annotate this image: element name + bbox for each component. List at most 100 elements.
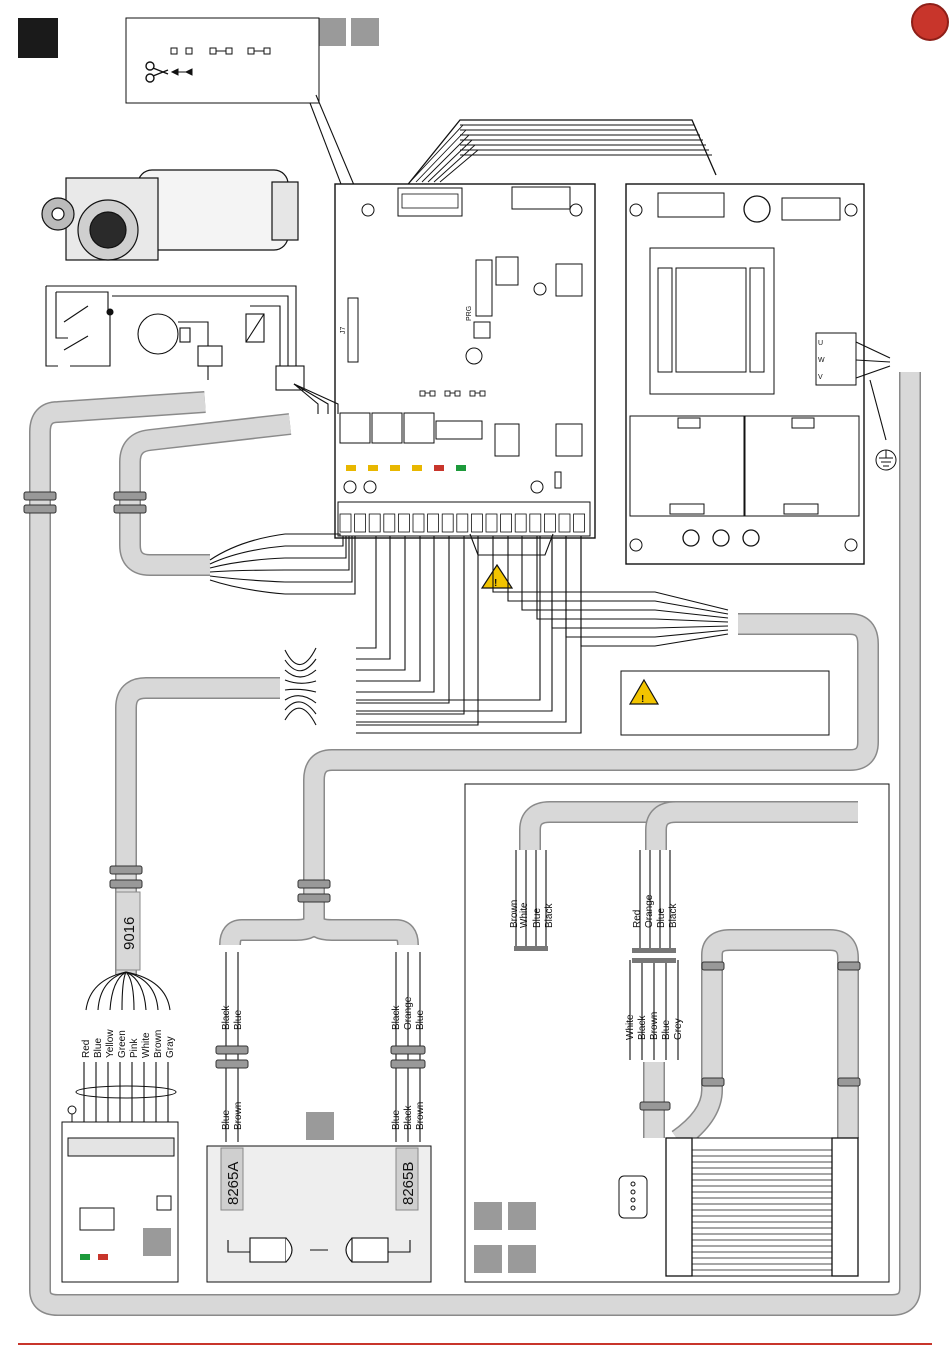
- trimmer-block: [372, 413, 402, 443]
- wire-label: Black: [403, 1105, 414, 1130]
- wire-label: Red: [81, 1040, 92, 1058]
- terminal: [384, 514, 395, 532]
- wire-label: Orange: [403, 996, 414, 1030]
- safety-edge: [666, 1138, 858, 1276]
- connector-3pin: [556, 264, 582, 296]
- terminal: [398, 514, 409, 532]
- receiver-button: [157, 1196, 171, 1210]
- red-circle-badge: [912, 4, 948, 40]
- gray-marker: [318, 18, 346, 46]
- battery: [745, 416, 859, 516]
- wire-label: White: [141, 1032, 152, 1058]
- mount-hole: [630, 204, 642, 216]
- transformer-core: [676, 268, 746, 372]
- battery: [630, 416, 744, 516]
- trimmer: [466, 348, 482, 364]
- wire-label: Brown: [153, 1030, 164, 1058]
- wire-label: Black: [544, 903, 555, 928]
- mount-hole: [845, 539, 857, 551]
- wire-label: Blue: [391, 1110, 402, 1130]
- connector-3pin: [496, 257, 518, 285]
- wire-label: Green: [117, 1030, 128, 1058]
- terminals: [340, 514, 585, 532]
- prg-label: PRG: [466, 306, 473, 321]
- connector-3pin: [556, 424, 582, 456]
- wire-label: Pink: [129, 1038, 140, 1058]
- edge-ribs: [692, 1150, 832, 1270]
- mount-hole: [534, 283, 546, 295]
- limit-switch-schematic: [46, 286, 304, 390]
- wire-label: Black: [391, 1005, 402, 1030]
- terminal: [355, 514, 366, 532]
- terminal: [574, 514, 585, 532]
- wire-label: Black: [668, 903, 679, 928]
- svg-text:!: !: [494, 578, 497, 589]
- terminal: [369, 514, 380, 532]
- wire-bundle-ring: [76, 1086, 176, 1098]
- main-wire-labels: Red Blue Yellow Green Pink White Brown G…: [81, 1029, 176, 1058]
- gray-marker: [143, 1228, 171, 1256]
- wire-label: Blue: [93, 1038, 104, 1058]
- led-hole: [713, 530, 729, 546]
- gray-marker: [306, 1112, 334, 1140]
- wire-label: Blue: [532, 908, 543, 928]
- terminal: [340, 514, 351, 532]
- terminal: [530, 514, 541, 532]
- wire-label: Blue: [656, 908, 667, 928]
- mount-hole: [362, 204, 374, 216]
- main-cable-fanout: [86, 972, 170, 1010]
- prg-button: [474, 322, 490, 338]
- terminal: [471, 514, 482, 532]
- mount-hole: [531, 481, 543, 493]
- mount-hole: [364, 481, 376, 493]
- terminal: [559, 514, 570, 532]
- terminal: [544, 514, 555, 532]
- svg-text:!: !: [641, 694, 644, 705]
- terminal: [457, 514, 468, 532]
- wire-label: Brown: [415, 1102, 426, 1130]
- gray-marker: [508, 1245, 536, 1273]
- terminal: [515, 514, 526, 532]
- mount-hole: [845, 204, 857, 216]
- led-hole: [683, 530, 699, 546]
- wire-label: Yellow: [105, 1029, 116, 1058]
- wire-label: Brown: [233, 1102, 244, 1130]
- phase-label-v: V: [818, 374, 823, 381]
- gear-motor: [42, 170, 298, 260]
- cable-clamps: [216, 1046, 425, 1068]
- phase-label-w: W: [818, 357, 825, 364]
- ribbon-connector: [398, 188, 462, 216]
- connector-vertical: [476, 260, 492, 316]
- terminal: [486, 514, 497, 532]
- phase-label-u: U: [818, 340, 823, 347]
- gray-marker: [474, 1202, 502, 1230]
- receiver-dip: [80, 1208, 114, 1230]
- section-marker-black: [18, 18, 58, 58]
- wire-label: Blue: [415, 1010, 426, 1030]
- dip-switch: [436, 421, 482, 439]
- j7-header: [348, 298, 358, 362]
- wire-label: White: [519, 902, 530, 928]
- wire-label: Blue: [233, 1010, 244, 1030]
- ground-icon: [68, 1106, 76, 1122]
- terminal-block-2: [340, 413, 370, 443]
- wire-label: Gray: [165, 1036, 176, 1058]
- fuse-holder: [744, 196, 770, 222]
- wire-label: Black: [221, 1005, 232, 1030]
- wire-label: Orange: [644, 894, 655, 928]
- ground-icon: [876, 450, 896, 470]
- photocell-b-code: 8265B: [400, 1162, 417, 1205]
- label-plate: [782, 198, 840, 220]
- gray-marker: [351, 18, 379, 46]
- jumper-callout-box: [126, 18, 319, 103]
- trimmer-block: [404, 413, 434, 443]
- label-plate: [512, 187, 570, 209]
- wire-label: Blue: [221, 1110, 232, 1130]
- mount-hole: [630, 539, 642, 551]
- mount-hole: [570, 204, 582, 216]
- terminal: [501, 514, 512, 532]
- ribbon-connector: [658, 193, 724, 217]
- wire-label: Grey: [673, 1018, 684, 1040]
- connector-3pin: [495, 424, 519, 456]
